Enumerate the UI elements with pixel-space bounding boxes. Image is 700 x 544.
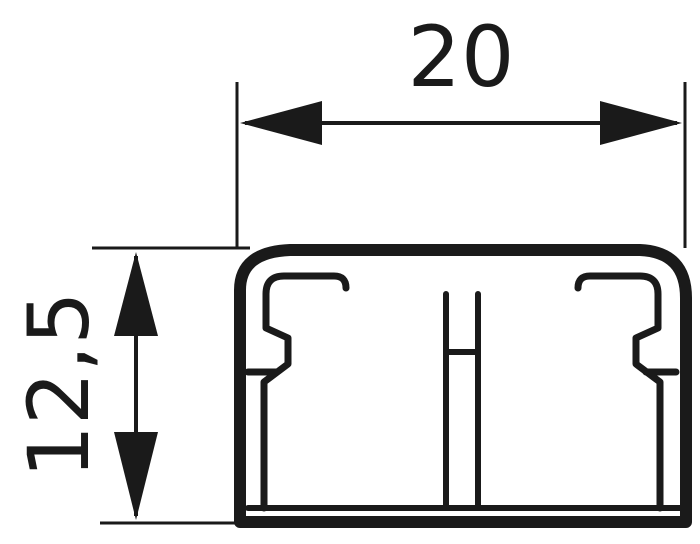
height-label: 12,5 [10, 291, 108, 478]
height-dimension: 12,5 [10, 246, 250, 525]
height-arrow-bottom [114, 432, 158, 520]
duct-outer-shell [234, 244, 692, 528]
height-arrow-top [114, 252, 158, 336]
width-arrow-right [600, 101, 682, 145]
right-clip [574, 272, 664, 512]
duct-profile [234, 244, 692, 528]
width-arrow-left [240, 101, 322, 145]
width-dimension: 20 [235, 8, 687, 248]
left-clip [260, 272, 350, 512]
width-label: 20 [408, 8, 515, 106]
